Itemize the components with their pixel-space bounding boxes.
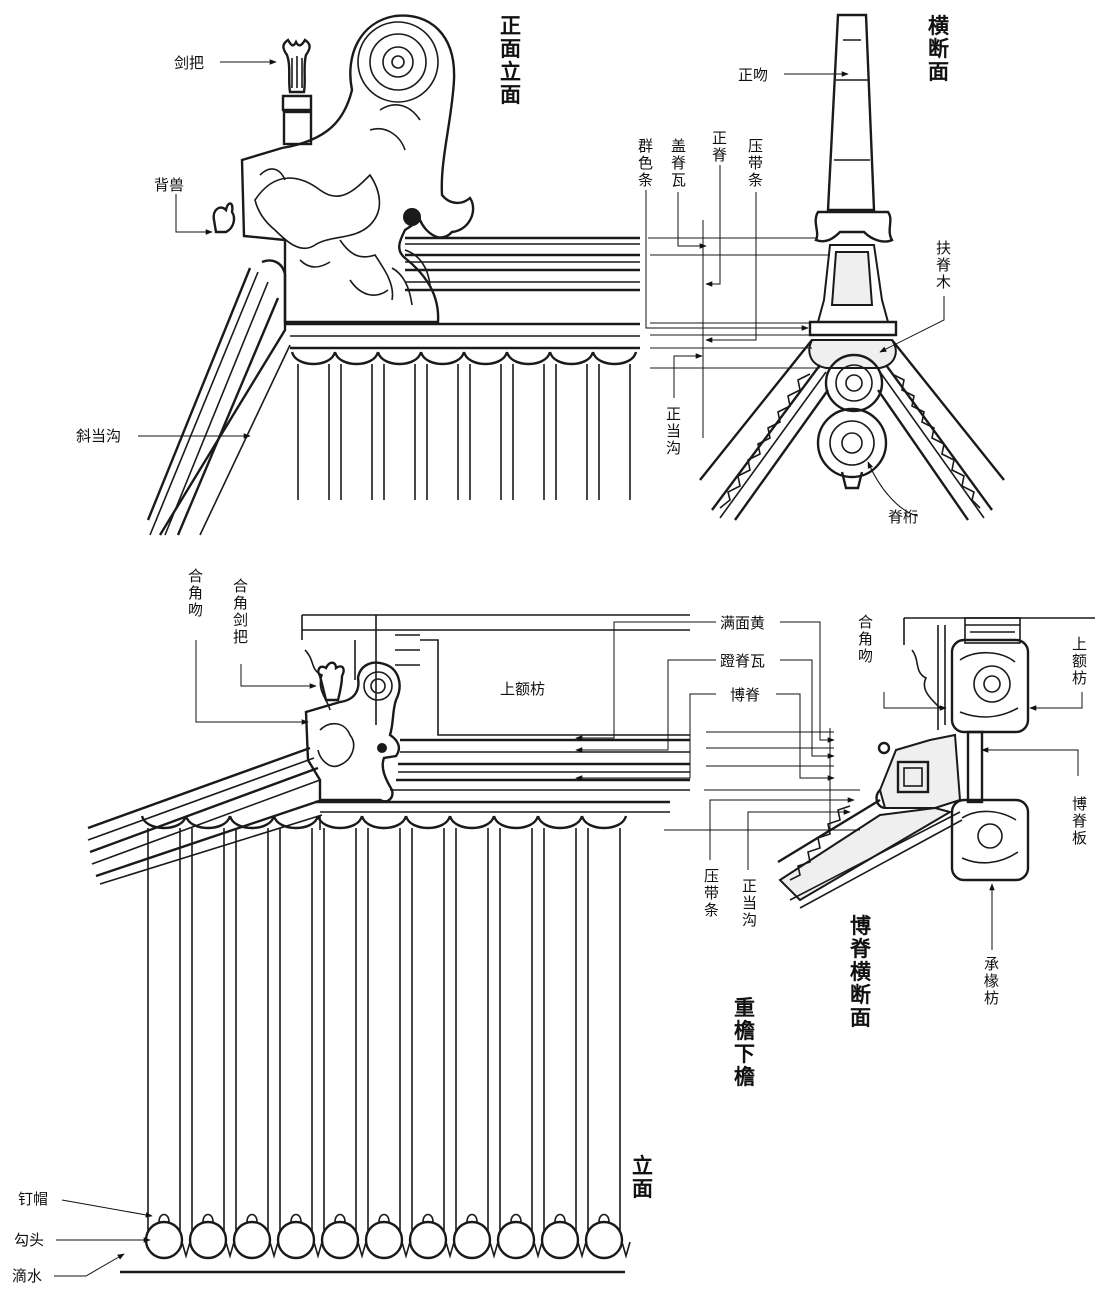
label-zhengdanggou-bottom: 正当沟 [742,877,757,929]
label-zhengdanggou-top: 正当沟 [666,405,681,457]
sword-handle-ornament [281,38,313,146]
label-xiedanggou: 斜当沟 [76,427,121,445]
leader-lines [54,59,1083,1277]
title-lower-eave: 重檐下檐 [734,996,755,1089]
label-shangefang-right: 上额枋 [1072,635,1087,687]
front-roof-tiles [290,351,638,500]
label-yadaitiao-bottom: 压带条 [704,867,719,919]
label-zhengwen: 正吻 [738,66,768,84]
label-hejiaowen-right: 合角吻 [858,613,873,665]
label-bojiban: 博脊板 [1072,795,1087,847]
label-hejiaojianba: 合角剑把 [233,577,248,646]
label-goutou: 勾头 [14,1231,44,1249]
front-ridge-layers [285,236,640,350]
label-shangefang-inside: 上额枋 [500,680,545,698]
label-boji: 博脊 [730,686,760,704]
label-zhengji: 正脊 [712,129,727,164]
front-sloping-ridge [146,259,291,536]
diagram-labels: 剑把 背兽 斜当沟 正吻 群色条 盖脊瓦 正脊 压带条 扶脊木 正当沟 脊桁 合… [12,54,1087,1285]
lower-eave-drawing [87,614,690,1274]
label-beishou: 背兽 [154,176,184,194]
front-elevation-drawing [146,14,640,536]
label-jiheng: 脊桁 [888,508,918,526]
title-boji-cross-section: 博脊横断面 [849,914,872,1030]
label-jianba: 剑把 [174,54,204,72]
label-dengjiwa: 蹬脊瓦 [720,652,765,670]
label-chengyuanfang: 承椽枋 [984,955,999,1007]
title-front-elevation: 正面立面 [500,14,521,107]
title-elevation: 立面 [632,1154,653,1201]
label-qunsetiao: 群色条 [638,137,653,189]
label-gaijiwa: 盖脊瓦 [671,137,686,189]
label-manmianhuang: 满面黄 [720,614,765,632]
label-fujimu: 扶脊木 [936,239,951,291]
label-dishui: 滴水 [12,1267,42,1285]
back-beast-ornament [212,202,236,234]
diagram-titles: 正面立面 横断面 重檐下檐 立面 博脊横断面 [500,14,949,1201]
label-hejiaowen-left: 合角吻 [188,567,203,619]
lower-roof-tiles [140,815,631,1260]
title-cross-section: 横断面 [928,14,949,84]
label-yadaitiao-top: 压带条 [748,137,763,189]
cross-section-drawing [648,13,1005,521]
zhengwen-dragon-ornament [240,14,475,324]
boji-cross-section-drawing [777,617,1095,909]
label-dingmao: 钉帽 [18,1190,48,1208]
